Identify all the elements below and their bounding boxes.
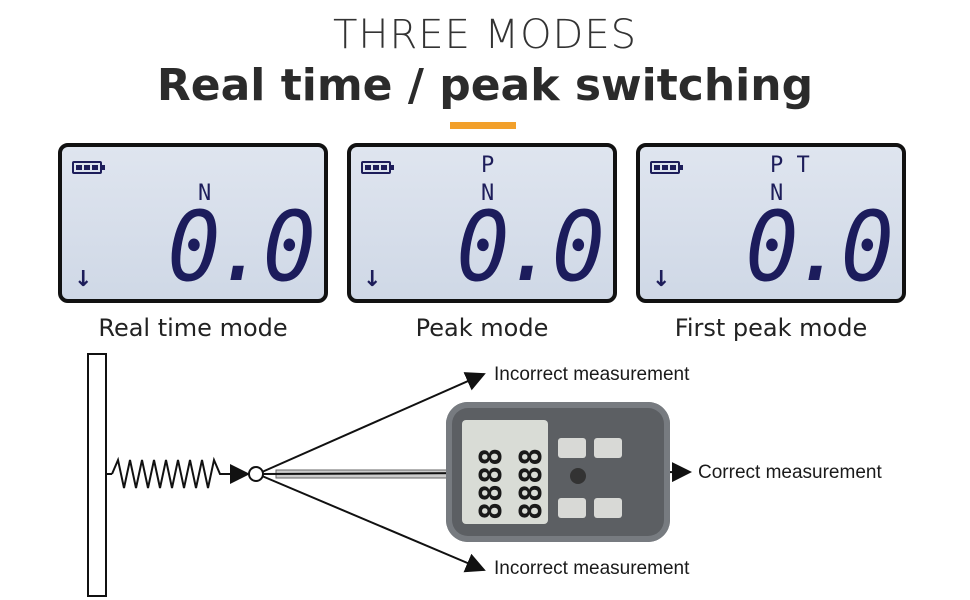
- label-incorrect-top: Incorrect measurement: [494, 364, 690, 385]
- title-line-1: THREE MODES: [332, 12, 638, 58]
- arrow-incorrect-bottom: [261, 475, 486, 573]
- title-line-2: Real time / peak switching: [156, 60, 814, 111]
- lcd-reading: 0.0: [456, 191, 604, 303]
- lcd-panel-peak: P N ↓ 0.0: [347, 143, 617, 303]
- mode-label-peak: Peak mode: [415, 314, 549, 342]
- mode-label-real-time: Real time mode: [98, 314, 288, 342]
- lcd-reading: 0.0: [167, 191, 315, 303]
- mode-label-first-peak: First peak mode: [674, 314, 868, 342]
- lcd-panel-real-time: N ↓ 0.0: [58, 143, 328, 303]
- device-reading-top: 8888: [514, 447, 549, 520]
- down-arrow-icon: ↓: [363, 267, 382, 292]
- device-center-button: [570, 468, 586, 484]
- label-correct: Correct measurement: [698, 462, 882, 483]
- battery-icon: [361, 161, 394, 174]
- spring: [111, 456, 228, 489]
- title-underline: [450, 122, 516, 129]
- hook-ring: [248, 466, 264, 482]
- lcd-indicator-top: P T: [770, 153, 810, 178]
- battery-icon: [72, 161, 105, 174]
- device-button: [594, 498, 622, 518]
- lcd-unit: N: [770, 181, 784, 206]
- lcd-panel-first-peak: P T N ↓ 0.0: [636, 143, 906, 303]
- lcd-unit: N: [198, 181, 212, 206]
- lcd-reading: 0.0: [745, 191, 893, 303]
- device-button: [558, 438, 586, 458]
- force-gauge-device: 8888 8888: [446, 402, 670, 542]
- device-button: [594, 438, 622, 458]
- device-reading-bottom: 8888: [474, 447, 509, 520]
- battery-icon: [650, 161, 683, 174]
- lcd-unit: N: [481, 181, 495, 206]
- label-incorrect-bottom: Incorrect measurement: [494, 558, 690, 579]
- lcd-indicator-top: P: [481, 153, 495, 178]
- down-arrow-icon: ↓: [74, 267, 93, 292]
- arrow-incorrect-top: [261, 372, 486, 473]
- device-button: [558, 498, 586, 518]
- device-screen: 8888 8888: [462, 420, 549, 524]
- down-arrow-icon: ↓: [652, 267, 671, 292]
- wall-bar: [87, 353, 107, 597]
